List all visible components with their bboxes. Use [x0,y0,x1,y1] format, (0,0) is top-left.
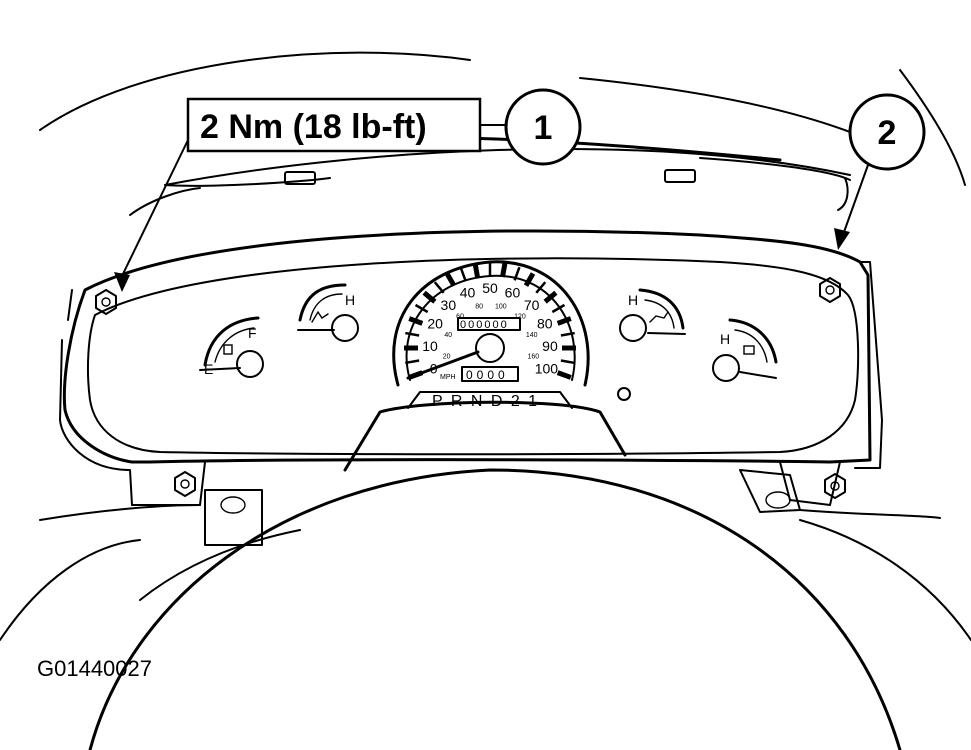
speedometer-mph-label: 80 [537,316,553,332]
speedometer-tick [551,303,566,314]
speedometer-tick [556,316,572,326]
odometer [457,317,521,331]
callout-1: 2 Nm (18 lb-ft) 1 [114,88,582,292]
speedometer-kmh-label: 140 [526,332,538,339]
temperature-gauge: H [297,283,359,342]
speedometer-ticks [404,262,576,380]
speedometer-kmh-label: 80 [475,303,483,310]
speedometer-mph-label: 100 [535,361,559,377]
callout-2: 2 [834,93,926,250]
speedometer-tick [472,262,480,278]
speedometer-tick [422,290,437,304]
callout-1-arrowhead [114,272,130,292]
warning-lamp [617,387,631,401]
speedometer-mph-label: 30 [441,297,457,313]
cluster-housing [59,229,883,506]
speedometer-mph-label: 50 [482,280,498,296]
callout-1-number: 1 [534,109,553,147]
speedometer-tick [433,281,445,294]
speedometer-tick [414,303,429,314]
speedometer-unit: MPH [440,374,456,381]
fuel-gauge-empty-label: E [204,361,213,377]
speedometer-tick [459,266,467,281]
oil-gauge-high-label: H [628,292,638,308]
speedometer-mph-label: 20 [427,316,443,332]
callout-2-number: 2 [878,114,897,152]
dashboard-outline [39,51,966,521]
odometer-digits: 000000 [460,319,509,331]
figure-id: G01440027 [37,656,152,681]
speedometer-kmh-label: 40 [444,332,452,339]
speedometer-kmh-label: 160 [527,354,539,361]
callout-2-arrowhead [834,228,850,250]
torque-spec-label: 2 Nm (18 lb-ft) [200,108,427,146]
callout-1-bubble [504,88,582,166]
oil-pressure-gauge: H [619,288,686,342]
speedometer-mph-label: 60 [505,284,521,300]
speedometer-tick [500,262,508,278]
speedometer-tick [535,281,547,294]
speedometer-tick [560,331,575,337]
callout-2-bubble [848,93,926,171]
trip-odometer-digits: 0000 [466,368,509,382]
speedometer-kmh-label: 100 [495,303,507,310]
torque-spec-box [186,97,482,153]
speedometer-mph-label: 90 [542,338,558,354]
speedometer-tick [560,359,575,365]
screw-bottom-left [174,471,196,497]
trip-odometer [461,366,519,382]
speedometer-tick [408,316,424,326]
mounting-brackets [204,469,801,546]
fuel-gauge-full-label: F [248,325,257,341]
speedometer-mph-label: 10 [422,338,438,354]
screw-top-left [95,289,117,315]
speedometer-tick [513,266,521,281]
speedometer-tick [405,331,420,337]
steering-wheel [0,400,971,750]
speedometer-kmh-label: 20 [443,354,451,361]
screw-bottom-right [824,473,846,499]
speedometer-tick [523,272,536,287]
screw-top-right [819,277,841,303]
speedometer-tick [556,370,572,380]
speedometer-tick [444,272,457,287]
temp-gauge-hot-label: H [345,292,355,308]
voltmeter-gauge: H [712,318,778,382]
speedometer-mph-label: 40 [460,284,476,300]
volt-gauge-high-label: H [720,331,730,347]
speedometer-tick [405,359,420,365]
speedometer-tick [543,290,558,304]
fuel-gauge: F E [199,316,264,378]
speedometer-mph-label: 70 [524,297,540,313]
